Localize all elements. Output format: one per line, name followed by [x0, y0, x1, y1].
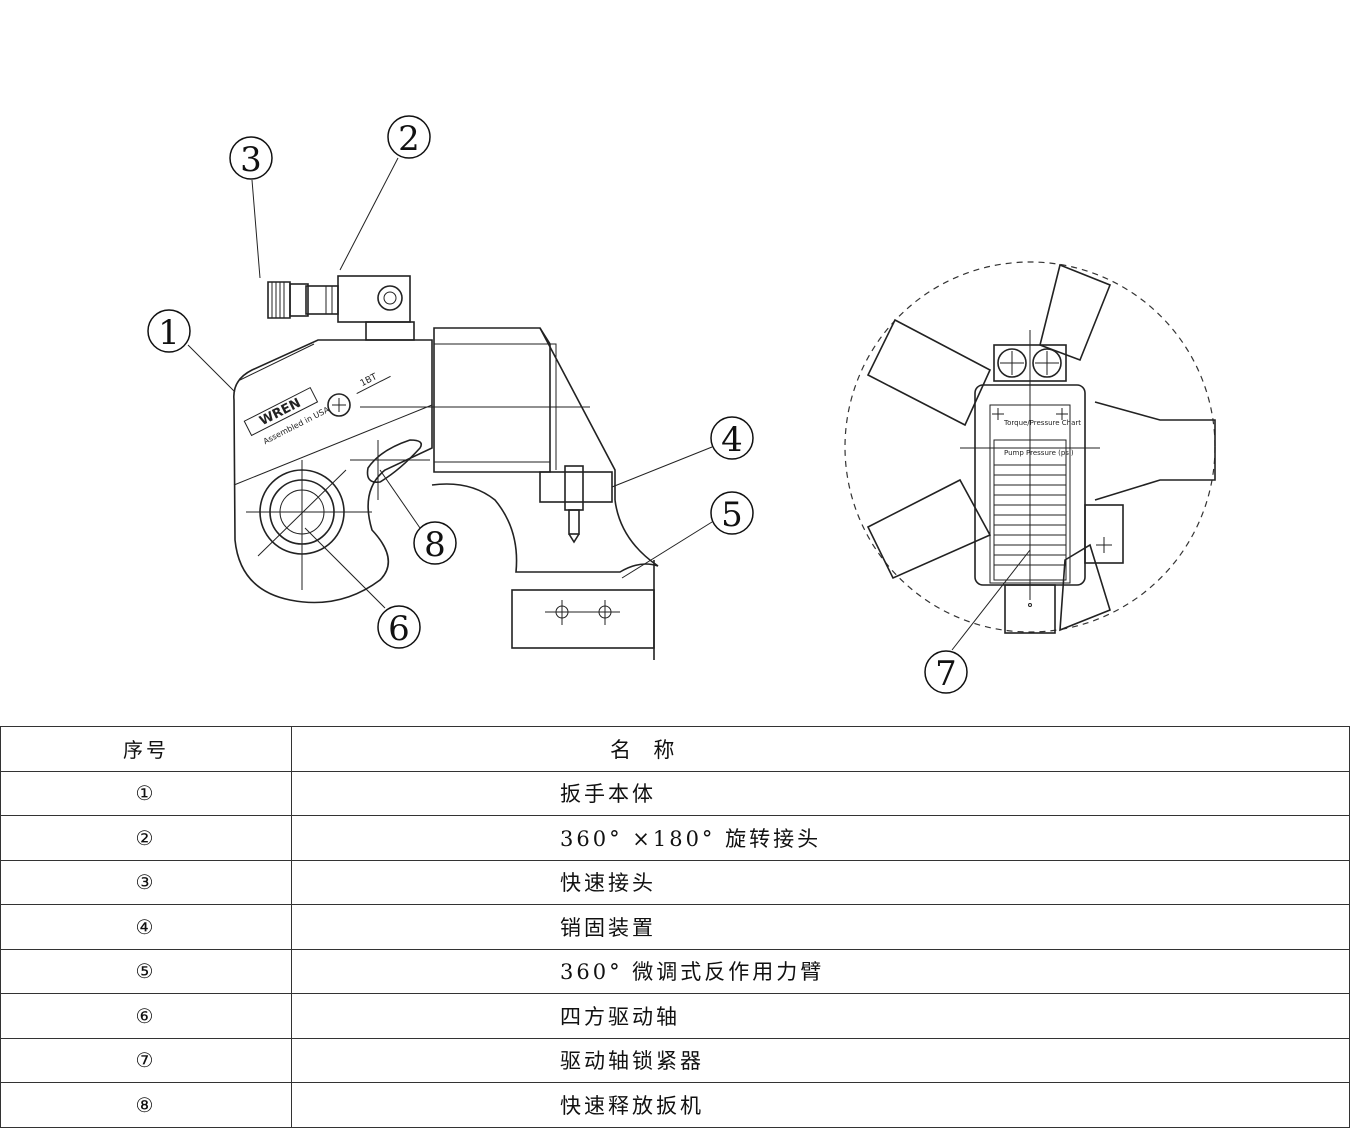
callout-3: 3: [229, 136, 273, 180]
callout-4: 4: [710, 416, 754, 460]
row-num: ①: [0, 770, 292, 816]
table-row: ① 扳手本体: [0, 770, 1350, 816]
svg-text:8: 8: [424, 525, 446, 565]
svg-text:1: 1: [158, 313, 180, 353]
row-name: 驱动轴锁紧器: [291, 1037, 1350, 1083]
chart-title: Torque/Pressure Chart: [1003, 419, 1081, 427]
row-num: ⑦: [0, 1037, 292, 1083]
row-name: 360° ×180° 旋转接头: [291, 815, 1350, 861]
wrench-top-view: Torque/Pressure Chart Pump Pressure (psi…: [844, 261, 1216, 634]
parts-table: 序号 名 称 ① 扳手本体 ② 360° ×180° 旋转接头 ③ 快速接头 ④…: [0, 726, 1350, 1128]
row-num: ③: [0, 859, 292, 905]
table-header-row: 序号 名 称: [0, 726, 1350, 772]
row-name: 销固装置: [291, 904, 1350, 950]
technical-drawing: WREN Assembled in USA 1BT Torque/Pressur…: [147, 115, 1216, 694]
table-row: ⑤ 360° 微调式反作用力臂: [0, 948, 1350, 994]
header-name: 名 称: [291, 726, 1350, 772]
row-name: 快速释放扳机: [291, 1082, 1350, 1128]
row-name: 四方驱动轴: [291, 993, 1350, 1039]
callout-1: 1: [147, 309, 191, 353]
table-row: ② 360° ×180° 旋转接头: [0, 815, 1350, 861]
wrench-side-view: WREN Assembled in USA 1BT: [233, 275, 659, 660]
callout-2: 2: [387, 115, 431, 159]
table-row: ⑥ 四方驱动轴: [0, 993, 1350, 1039]
row-num: ②: [0, 815, 292, 861]
row-num: ⑤: [0, 948, 292, 994]
model-label: 1BT: [359, 372, 379, 389]
callout-8: 8: [413, 521, 457, 565]
callout-7: 7: [924, 650, 968, 694]
svg-text:4: 4: [721, 420, 743, 460]
leader-lines: [187, 157, 1031, 651]
svg-text:5: 5: [721, 495, 743, 535]
chart-subtitle: Pump Pressure (psi): [1004, 449, 1074, 457]
row-num: ⑥: [0, 993, 292, 1039]
table-row: ③ 快速接头: [0, 859, 1350, 905]
row-num: ⑧: [0, 1082, 292, 1128]
callout-5: 5: [710, 491, 754, 535]
table-row: ⑦ 驱动轴锁紧器: [0, 1037, 1350, 1083]
svg-text:7: 7: [935, 654, 957, 694]
header-num: 序号: [0, 726, 292, 772]
row-name: 快速接头: [291, 859, 1350, 905]
table-row: ④ 销固装置: [0, 904, 1350, 950]
svg-text:3: 3: [240, 140, 262, 180]
row-name: 360° 微调式反作用力臂: [291, 948, 1350, 994]
callout-6: 6: [377, 605, 421, 649]
row-num: ④: [0, 904, 292, 950]
svg-text:2: 2: [398, 119, 420, 159]
row-name: 扳手本体: [291, 770, 1350, 816]
svg-text:6: 6: [388, 609, 410, 649]
table-row: ⑧ 快速释放扳机: [0, 1082, 1350, 1128]
